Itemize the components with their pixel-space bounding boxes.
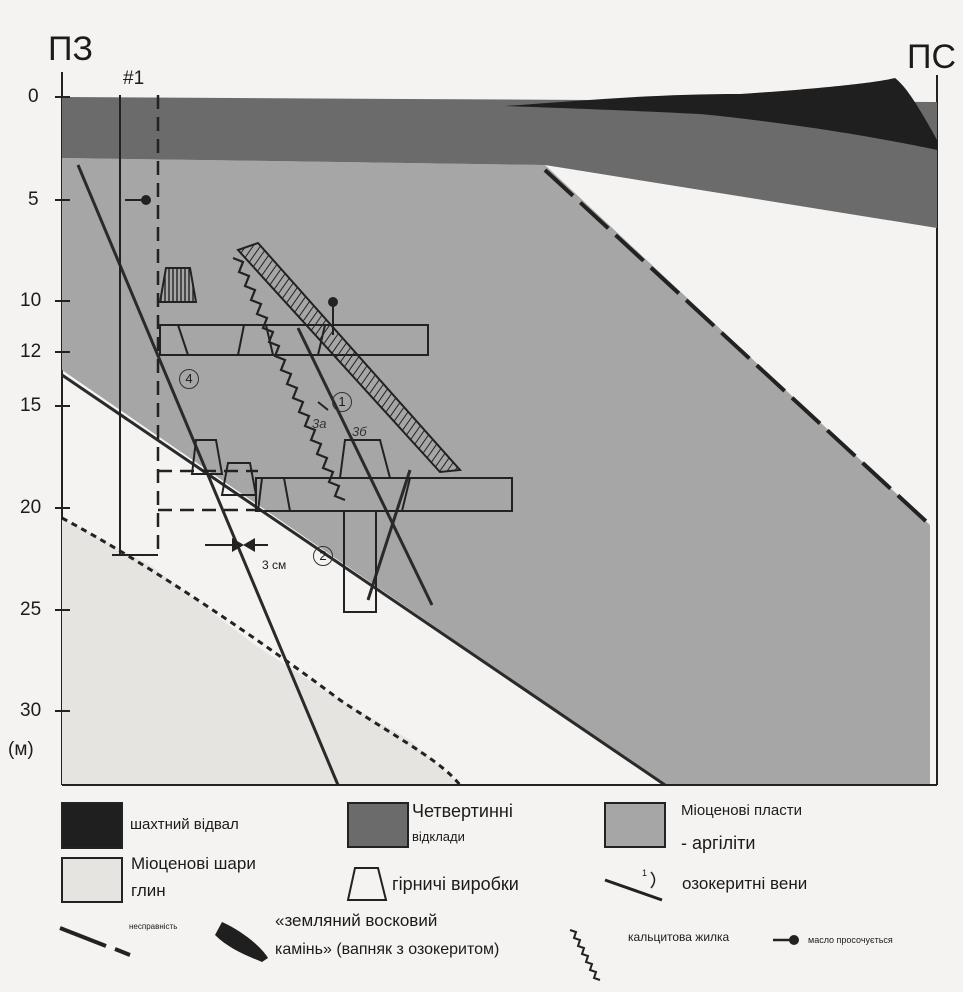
direction-right: ПС bbox=[907, 38, 956, 76]
axis-unit: (м) bbox=[8, 739, 34, 760]
legend-miocene-layers-label-1: Міоценові пласти bbox=[681, 802, 802, 819]
legend-swatch-dump bbox=[61, 802, 123, 849]
tick-15: 15 bbox=[20, 395, 42, 416]
marker-2: 2 bbox=[313, 546, 333, 566]
legend-swatch-miocene-clays bbox=[61, 857, 123, 903]
tick-12: 12 bbox=[20, 341, 42, 362]
axis-ticks bbox=[55, 96, 70, 712]
legend-workings-label: гірничі виробки bbox=[392, 874, 519, 894]
legend-swatch-quaternary bbox=[347, 802, 409, 848]
mine-dump bbox=[505, 78, 937, 150]
marker-4: 4 bbox=[179, 369, 199, 389]
legend-quaternary-label-1: Четвертинні bbox=[412, 801, 513, 821]
width-label: 3 см bbox=[262, 558, 287, 572]
legend-fault-label: несправність bbox=[129, 922, 178, 931]
marker-1: 1 bbox=[332, 392, 352, 412]
legend-dump-label: шахтний відвал bbox=[130, 816, 239, 833]
mine-working-step-1 bbox=[190, 439, 224, 475]
legend-ozokerite-number: 1 bbox=[642, 868, 648, 878]
legend-ozokerite-label: озокеритні вени bbox=[682, 874, 808, 893]
calcite-vein bbox=[232, 256, 346, 502]
quaternary-deposits-unit bbox=[62, 97, 937, 228]
oil-seep-2 bbox=[328, 297, 338, 307]
legend-swatch-calcite bbox=[569, 929, 601, 981]
legend-quaternary-label-2: відклади bbox=[412, 829, 465, 844]
legend-swatch-miocene-layers bbox=[604, 802, 666, 848]
mine-working-upper-pit bbox=[338, 439, 392, 479]
legend-swatch-fault bbox=[59, 926, 107, 948]
mine-working-top bbox=[158, 267, 198, 303]
label-3a: 3а bbox=[312, 416, 327, 431]
earth-wax-stone bbox=[236, 241, 463, 474]
tick-20: 20 bbox=[20, 497, 42, 518]
tick-25: 25 bbox=[20, 599, 42, 620]
clay-boundary bbox=[61, 516, 462, 786]
miocene-clays-unit bbox=[62, 518, 460, 785]
direction-left: ПЗ bbox=[48, 30, 93, 68]
tick-10: 10 bbox=[20, 290, 42, 311]
tick-5: 5 bbox=[28, 189, 39, 210]
legend-earth-wax-label-1: «земляний восковий bbox=[275, 911, 438, 930]
mine-shaft-lower bbox=[343, 510, 377, 613]
label-3b: 3б bbox=[352, 424, 367, 439]
legend-oil-label: масло просочується bbox=[808, 935, 893, 945]
legend-miocene-clays-label-1: Міоценові шари bbox=[131, 854, 256, 873]
legend-swatch-workings bbox=[346, 867, 388, 901]
legend-swatch-earth-wax bbox=[215, 922, 268, 962]
ozokerite-vein-2 bbox=[61, 373, 666, 787]
legend-miocene-clays-label-2: глин bbox=[131, 881, 166, 900]
legend-miocene-layers-label-2: - аргіліти bbox=[681, 833, 756, 853]
miocene-layers-unit bbox=[62, 158, 930, 785]
tick-0: 0 bbox=[28, 86, 39, 107]
ozokerite-vein-3 bbox=[296, 327, 434, 606]
well-label: #1 bbox=[123, 68, 145, 89]
legend-earth-wax-label-2: камінь» (вапняк з озокеритом) bbox=[275, 941, 500, 958]
tick-30: 30 bbox=[20, 700, 42, 721]
legend-calcite-label: кальцитова жилка bbox=[628, 930, 730, 944]
mine-gallery-12m bbox=[159, 324, 429, 356]
oil-seep-1 bbox=[141, 195, 151, 205]
legend-swatch-ozokerite bbox=[604, 878, 663, 902]
fault-line bbox=[543, 168, 932, 527]
legend-swatch-oil-dot bbox=[789, 935, 799, 945]
